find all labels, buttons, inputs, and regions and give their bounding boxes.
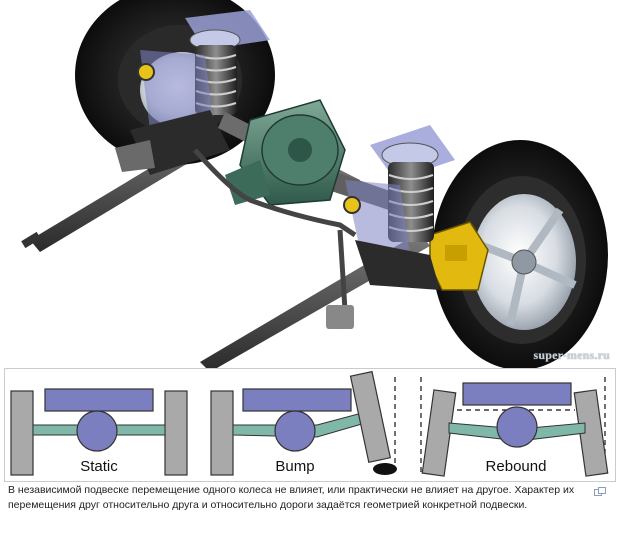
bump-differential [274, 410, 316, 452]
rebound-right-wheel [573, 389, 609, 477]
suspension-states-svg: Static Bump [10, 370, 609, 477]
front-right-wheel [432, 140, 608, 370]
rebound-body [462, 382, 572, 406]
independent-suspension-drawing [21, 0, 608, 372]
static-left-wheel [10, 390, 34, 476]
suspension-illustration: super-mens.ru [21, 0, 610, 372]
differential-housing [225, 99, 346, 206]
right-coil-spring [343, 125, 455, 255]
bump-state: Bump [210, 370, 397, 476]
figure-caption: В независимой подвеске перемещение одног… [8, 484, 575, 511]
rebound-left-wheel [421, 389, 457, 477]
bump-right-wheel [349, 370, 392, 463]
static-label: Static [80, 458, 118, 475]
anti-roll-bar [193, 148, 357, 329]
static-state: Static [10, 388, 188, 476]
static-body [44, 388, 154, 412]
rebound-label: Rebound [486, 458, 547, 475]
left-control-arm [115, 110, 230, 175]
bump-obstacle [373, 463, 397, 475]
watermark-text: super-mens.ru [533, 348, 610, 362]
left-coil-spring [137, 10, 270, 135]
static-right-wheel [164, 390, 188, 476]
bump-left-wheel [210, 390, 234, 476]
bump-body [242, 388, 352, 412]
suspension-states-diagram: Static Bump [4, 368, 616, 482]
bump-label: Bump [275, 458, 314, 475]
right-control-arm [355, 240, 440, 290]
rebound-state: Rebound [420, 377, 609, 477]
magnify-icon[interactable] [594, 484, 606, 496]
static-differential [76, 410, 118, 452]
rebound-differential [496, 406, 538, 448]
